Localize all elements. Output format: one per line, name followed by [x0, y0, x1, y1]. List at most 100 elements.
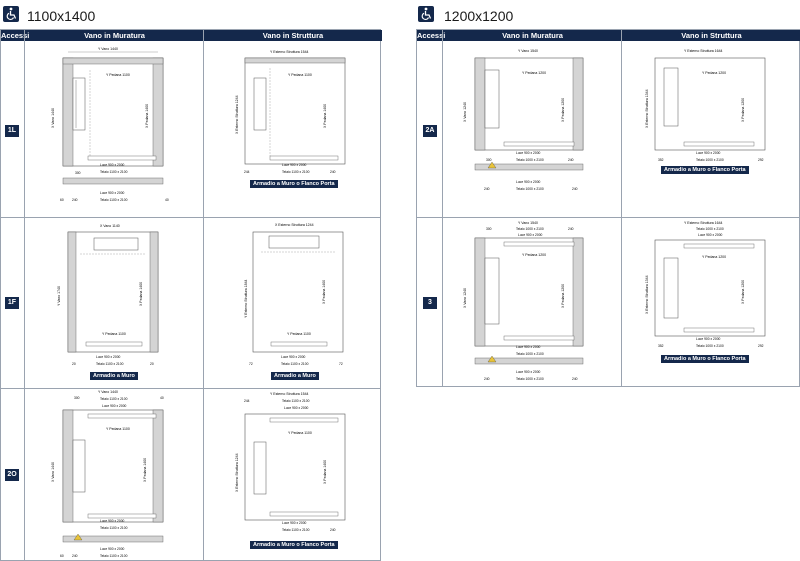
dim-luce: Luce 900 x 2000: [100, 163, 125, 167]
wheelchair-icon: [3, 6, 19, 22]
dim-luce: Luce 900 x 2000: [516, 151, 541, 155]
dim-telaio: Telaio 1000 x 2100: [516, 158, 544, 162]
size-title-left: 1100x1400: [27, 8, 96, 24]
col-struttura: Vano in Struttura: [681, 31, 742, 40]
plan-1F-struttura: X Esterno Struttura 1244 Y Pedana 1100 Y…: [244, 223, 344, 366]
dim-top: Y Esterno Struttura 1544: [270, 50, 309, 54]
dim-d2: 240: [484, 377, 490, 381]
dim-d2: 240: [484, 187, 490, 191]
dim-luce: Luce 900 x 2000: [696, 151, 721, 155]
dim-d4: 60: [60, 554, 64, 558]
dim-side: X Vano 1440: [51, 108, 55, 128]
dim-top3: Luce 900 x 2000: [102, 404, 127, 408]
plan-2A-muratura: Y Vano 1540 Y Pedana 1200 X Vano 1240 X …: [463, 49, 584, 191]
dim-pedana: Y Pedana 1100: [102, 332, 126, 336]
caption-1L: Armadio a Muro o Flanco Porta: [250, 180, 338, 188]
dim-telaio: Telaio 1000 x 2100: [696, 344, 724, 348]
dim-pedana: Y Pedana 1200: [702, 255, 726, 259]
plan-1F-muratura: X Vano 1140 Y Pedana 1100 Y Vano 1740 X …: [57, 224, 159, 366]
dim-side: Y Esterno Struttura 1844: [244, 279, 248, 318]
plan-1L-muratura: Y Vano 1440 Y Pedana 1100 X Vano 1440 X …: [51, 47, 169, 202]
dim-telaio: Telaio 1100 x 2100: [100, 526, 128, 530]
dim-d2: 240: [72, 554, 78, 558]
dim-pedana: Y Pedana 1100: [287, 332, 311, 336]
dim-side: X Esterno Struttura 1344: [645, 89, 649, 128]
dim-d1: 72: [249, 362, 253, 366]
dim-telaio: Telaio 1100 x 2100: [282, 528, 310, 532]
dim-xped: X Pedana 1400: [139, 282, 143, 306]
dim-pedana: Y Pedana 1100: [106, 427, 130, 431]
dim-top: Y Vano 1440: [98, 47, 118, 51]
dim-telaio2: Telaio 1000 x 2100: [516, 377, 544, 381]
plan-2O-muratura: Y Vano 1440 Telaio 1100 x 2100 Luce 900 …: [51, 390, 164, 558]
dim-xped: X Pedana 1200: [561, 284, 565, 308]
dim-telaio: Telaio 1100 x 2100: [100, 170, 128, 174]
row-badge-1L: 1L: [5, 125, 19, 137]
dim-pedana: Y Pedana 1200: [522, 253, 546, 257]
wheelchair-icon: [418, 6, 434, 22]
dim-xped: X Pedana 1400: [323, 460, 327, 484]
caption-3: Armadio a Muro o Flanco Porta: [661, 355, 749, 363]
dim-d3: 40: [160, 396, 164, 400]
plan-2A-struttura: Y Esterno Struttura 1644 Y Pedana 1200 X…: [645, 49, 766, 162]
dim-top: X Vano 1140: [100, 224, 120, 228]
dim-top3: Luce 900 x 2000: [284, 406, 309, 410]
dim-xped: X Pedana 1200: [741, 98, 745, 122]
dim-top3: Luce 900 x 2000: [698, 233, 723, 237]
dim-luce: Luce 900 x 2000: [100, 519, 125, 523]
dim-telaio: Telaio 1000 x 2100: [516, 352, 544, 356]
col-struttura: Vano in Struttura: [262, 31, 324, 40]
dim-d1: 352: [658, 344, 664, 348]
dim-luce: Luce 900 x 2000: [96, 355, 121, 359]
dim-telaio2: Telaio 1100 x 2100: [100, 198, 128, 202]
dim-telaio: Telaio 1000 x 2100: [696, 158, 724, 162]
dim-top2: Telaio 1100 x 2100: [282, 399, 310, 403]
dim-top: X Esterno Struttura 1244: [275, 223, 314, 227]
dim-d4: 240: [572, 187, 578, 191]
dim-d1: 352: [658, 158, 664, 162]
col-muratura: Vano in Muratura: [502, 31, 563, 40]
table-header: Accessi Vano in Muratura Vano in Struttu…: [1, 30, 382, 41]
dim-d4: 240: [572, 377, 578, 381]
dim-xped: X Pedana 1400: [145, 104, 149, 128]
dim-telaio: Telaio 1100 x 2100: [96, 362, 124, 366]
dim-xped: X Pedana 1400: [322, 280, 326, 304]
dim-xped: X Pedana 1200: [741, 280, 745, 304]
dim-side: X Vano 1240: [463, 102, 467, 122]
size-title-right: 1200x1200: [444, 8, 514, 24]
dim-top2: Telaio 1000 x 2100: [516, 227, 544, 231]
dim-top: Y Vano 1440: [98, 390, 118, 394]
row-badge-1F: 1F: [5, 297, 19, 309]
plan-3-muratura: Y Vano 1540 Telaio 1000 x 2100 Luce 900 …: [463, 221, 584, 381]
dim-top: Y Vano 1540: [518, 49, 538, 53]
dim-d1: 300: [486, 227, 492, 231]
dim-d4: 60: [60, 198, 64, 202]
dim-luce2: Luce 900 x 2000: [100, 547, 125, 551]
dim-d2: 20: [150, 362, 154, 366]
dim-pedana: Y Pedana 1100: [288, 431, 312, 435]
row-badge-2A: 2A: [423, 125, 437, 137]
dim-d2: 240: [330, 528, 336, 532]
warning-icon: [487, 161, 497, 169]
dim-top3: Luce 900 x 2000: [518, 233, 543, 237]
plan-3-struttura: Y Esterno Struttura 1644 Telaio 1000 x 2…: [645, 221, 766, 348]
dim-pedana: Y Pedana 1100: [106, 73, 130, 77]
dim-d2: 292: [758, 158, 764, 162]
dim-d1: 244: [244, 170, 250, 174]
dim-d1: 300: [75, 171, 81, 175]
dim-top: Y Esterno Struttura 1544: [270, 392, 309, 396]
dim-side: X Vano 1240: [463, 288, 467, 308]
row-badge-3: 3: [423, 297, 437, 309]
dim-d3: 240: [568, 227, 574, 231]
dim-pedana: Y Pedana 1100: [288, 73, 312, 77]
dim-telaio2: Telaio 1000 x 2100: [516, 187, 544, 191]
dim-d2: 240: [72, 198, 78, 202]
dim-side: X Esterno Struttura 1344: [645, 275, 649, 314]
table-header: Accessi Vano in Muratura Vano in Struttu…: [417, 30, 800, 41]
dim-xped: X Pedana 1200: [561, 98, 565, 122]
dim-top2: Telaio 1000 x 2100: [696, 227, 724, 231]
dim-luce: Luce 900 x 2000: [281, 355, 306, 359]
dim-xped: X Pedana 1400: [323, 104, 327, 128]
dim-d1: 300: [74, 396, 80, 400]
dim-pedana: Y Pedana 1200: [702, 71, 726, 75]
